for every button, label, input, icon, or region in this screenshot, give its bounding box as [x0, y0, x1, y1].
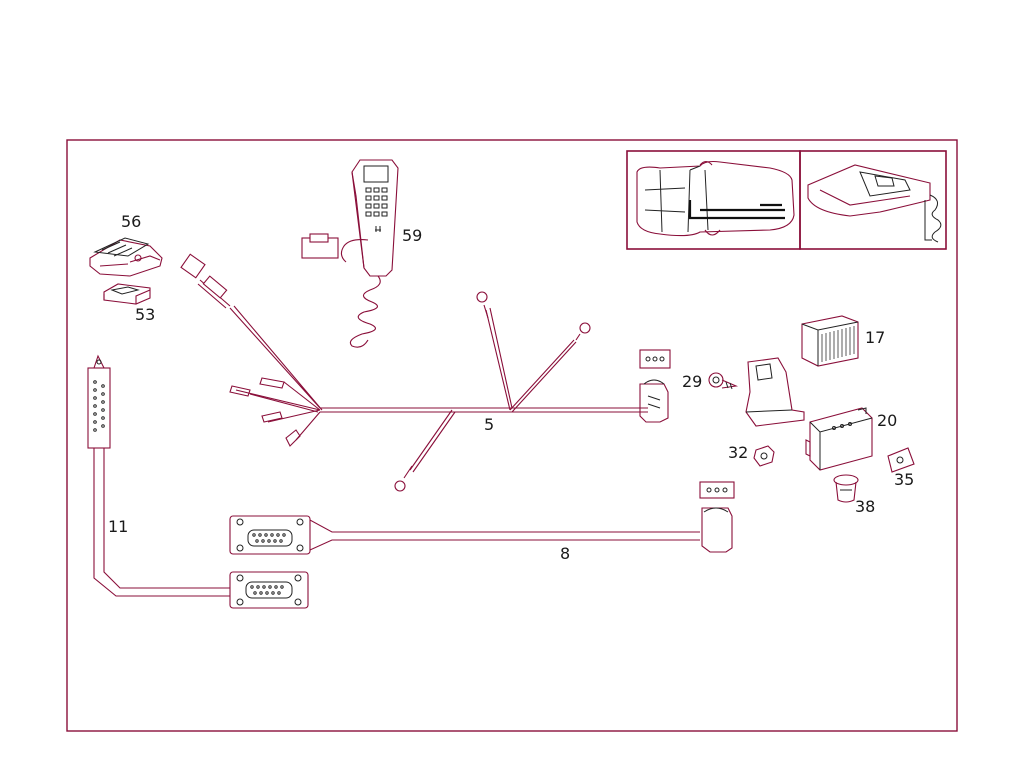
mounting-bracket — [745, 357, 805, 427]
callout-11: 11 — [108, 517, 128, 536]
harness-8 — [229, 481, 735, 555]
callout-38: 38 — [855, 497, 875, 516]
callout-53: 53 — [135, 305, 155, 324]
part-17-module — [801, 315, 859, 367]
harness-11 — [87, 354, 309, 609]
callout-29: 29 — [682, 372, 702, 391]
part-59-handset — [301, 159, 399, 348]
diagram-frame — [66, 139, 958, 732]
callout-35: 35 — [894, 470, 914, 489]
part-53-bracket — [103, 283, 151, 305]
callout-59: 59 — [402, 226, 422, 245]
callout-56: 56 — [121, 212, 141, 231]
part-38-grommet — [833, 474, 859, 503]
part-29-screw — [708, 372, 739, 390]
harness-5 — [180, 253, 671, 492]
callout-17: 17 — [865, 328, 885, 347]
part-35-clip — [887, 447, 915, 473]
part-56-holder — [89, 237, 163, 277]
callout-5: 5 — [484, 415, 494, 434]
inset-car-location — [626, 150, 801, 250]
callout-20: 20 — [877, 411, 897, 430]
inset-handset-cradle — [799, 150, 947, 250]
callout-32: 32 — [728, 443, 748, 462]
callout-8: 8 — [560, 544, 570, 563]
part-20-control-unit — [805, 407, 873, 471]
part-32-nut — [753, 445, 775, 467]
